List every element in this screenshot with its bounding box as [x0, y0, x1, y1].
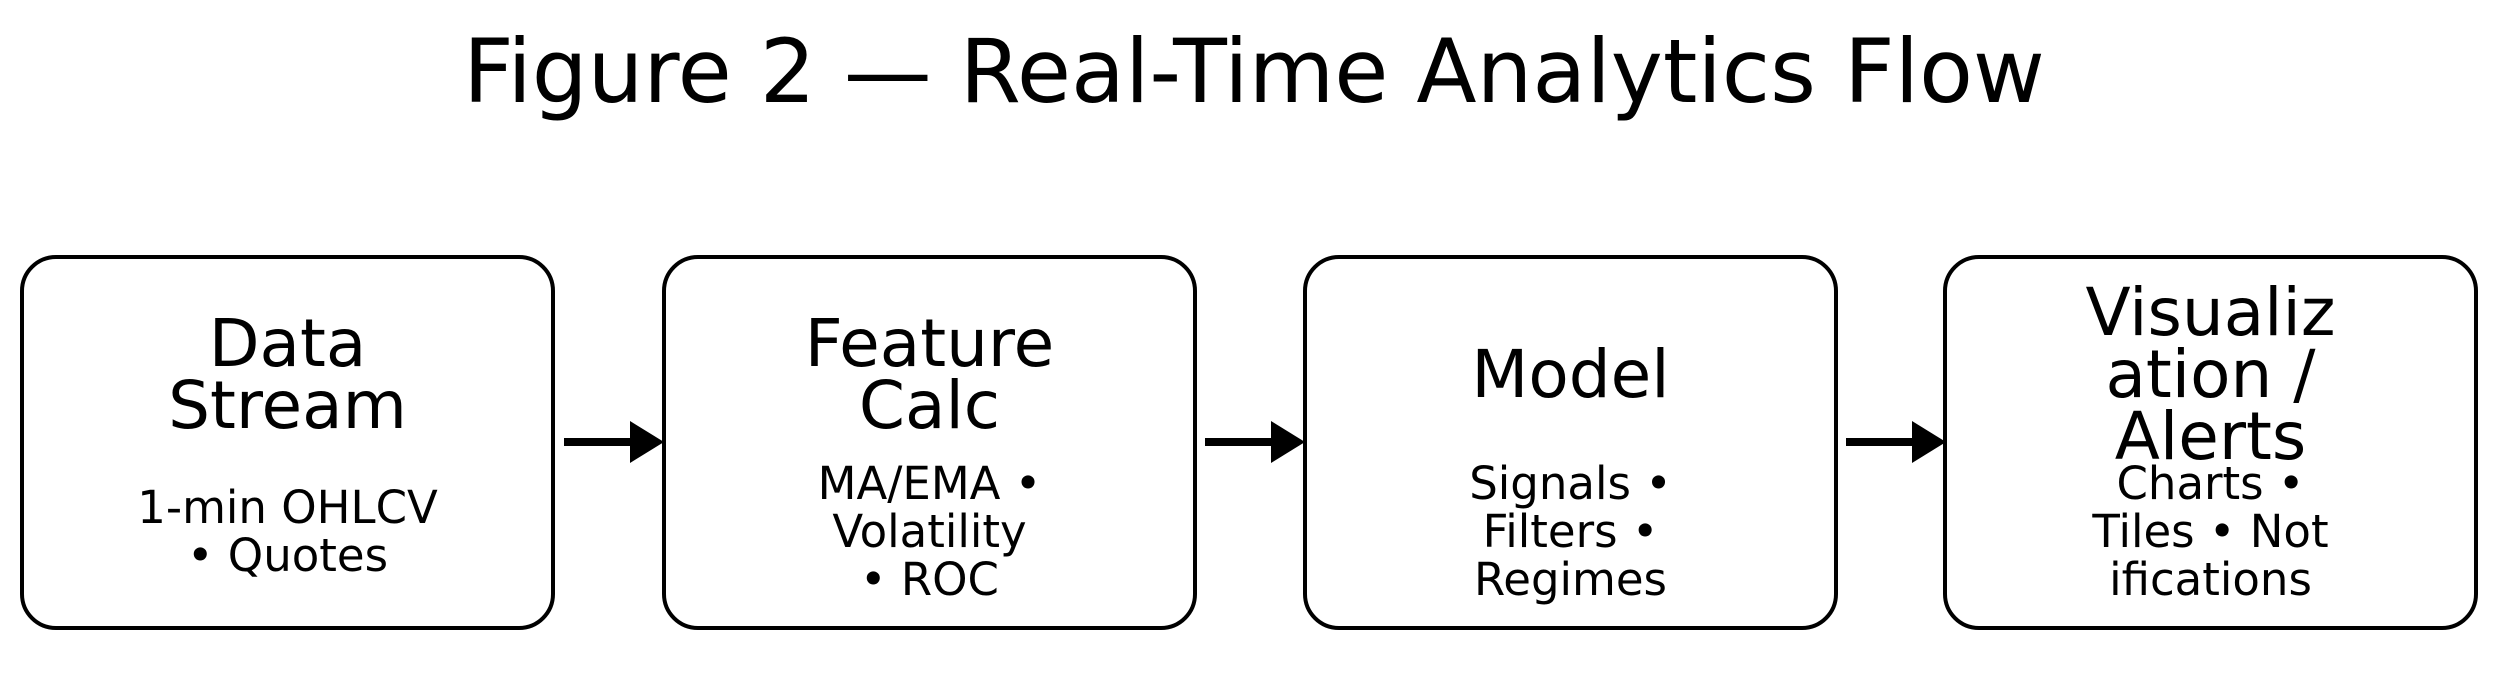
figure-title: Figure 2 — Real-Time Analytics Flow: [463, 20, 2045, 123]
arrow-shaft: [564, 438, 634, 446]
node-subtitle: MA/EMA • Volatility • ROC: [817, 457, 1042, 606]
node-subtitle: Signals • Filters • Regimes: [1469, 457, 1672, 606]
node-title: Feature Calc: [804, 305, 1055, 444]
node-title: Data Stream: [168, 305, 407, 444]
node-visualization-alerts: Visualiz ation / Alerts Charts • Tiles •…: [1943, 255, 2478, 630]
node-model: Model Signals • Filters • Regimes: [1303, 255, 1838, 630]
node-data-stream: Data Stream 1-min OHLCV • Quotes: [20, 255, 555, 630]
node-title: Model: [1471, 336, 1670, 413]
arrow-right-icon: [1271, 421, 1305, 463]
arrow-right-icon: [1912, 421, 1946, 463]
node-title: Visualiz ation / Alerts: [2085, 274, 2336, 475]
flow-arrow-2: [1197, 420, 1305, 464]
flow-arrow-1: [556, 420, 664, 464]
arrow-shaft: [1205, 438, 1275, 446]
node-feature-calc: Feature Calc MA/EMA • Volatility • ROC: [662, 255, 1197, 630]
node-subtitle: Charts • Tiles • Not ifications: [2092, 457, 2329, 606]
flow-arrow-3: [1838, 420, 1946, 464]
arrow-shaft: [1846, 438, 1916, 446]
node-subtitle: 1-min OHLCV • Quotes: [137, 481, 438, 582]
arrow-right-icon: [630, 421, 664, 463]
